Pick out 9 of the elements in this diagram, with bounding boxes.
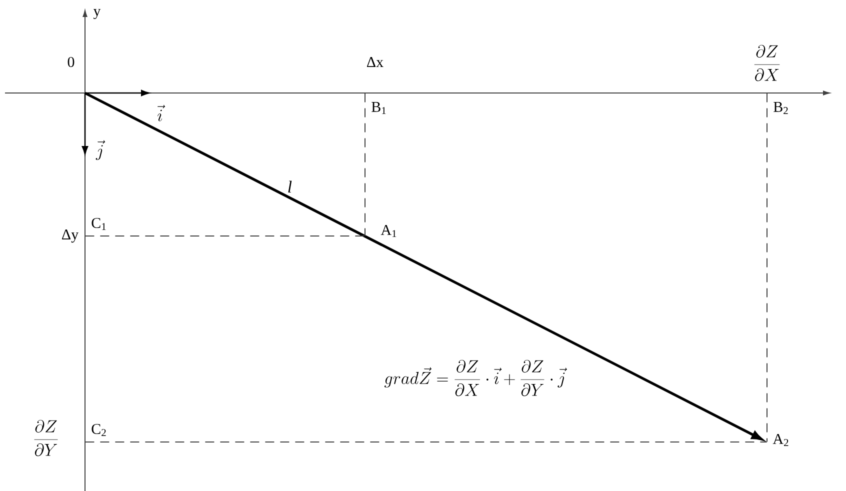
axis-label: Δy bbox=[62, 229, 78, 243]
point-label: A$_{2}$ bbox=[772, 434, 788, 446]
axis-label: Δx bbox=[367, 57, 384, 67]
projection-line bbox=[766, 92, 768, 442]
point-label: B$_{2}$ bbox=[774, 102, 788, 114]
axis-label: y bbox=[93, 8, 101, 20]
point-label: 0 bbox=[68, 56, 74, 68]
formula: $\frac{\partial Z}{\partial X}$ bbox=[754, 44, 780, 82]
formula: $\frac{\partial Z}{\partial Y}$ bbox=[34, 420, 58, 456]
